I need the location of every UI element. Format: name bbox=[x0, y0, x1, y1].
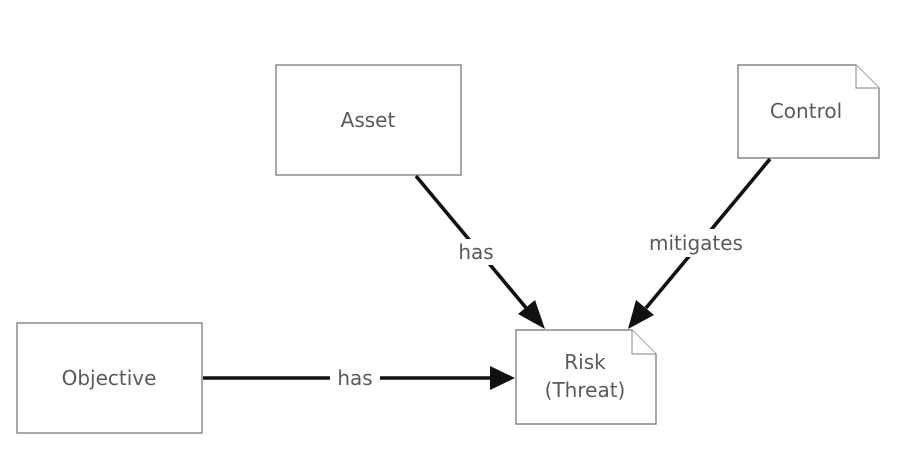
edge-objective-label: has bbox=[337, 366, 372, 390]
edge-control-mitigates-risk[interactable]: mitigates bbox=[628, 157, 772, 329]
control-node[interactable]: Control bbox=[737, 64, 880, 159]
risk-node[interactable]: Risk (Threat) bbox=[515, 329, 657, 425]
objective-label: Objective bbox=[62, 366, 157, 390]
objective-node[interactable]: Objective bbox=[16, 322, 203, 434]
risk-label-line2: (Threat) bbox=[545, 378, 626, 402]
edge-asset-label-bg bbox=[456, 239, 496, 265]
edge-objective-label-bg bbox=[330, 364, 380, 392]
risk-label-line1: Risk bbox=[564, 350, 606, 374]
risk-note-shape bbox=[515, 329, 657, 425]
objective-box bbox=[16, 322, 203, 434]
edge-control-arrowhead bbox=[628, 300, 654, 329]
edge-control-label-bg bbox=[646, 229, 746, 257]
control-note-fold bbox=[855, 65, 879, 89]
edge-objective-arrowhead bbox=[490, 366, 515, 390]
risk-note-fold bbox=[631, 330, 656, 355]
asset-box bbox=[275, 64, 462, 176]
edge-asset-has-risk[interactable]: has bbox=[414, 174, 545, 329]
edge-objective-has-risk[interactable]: has bbox=[203, 364, 515, 392]
edge-control-label: mitigates bbox=[649, 231, 743, 255]
edge-asset-arrowhead bbox=[518, 300, 545, 329]
control-label: Control bbox=[770, 99, 842, 123]
edge-asset-label: has bbox=[458, 240, 493, 264]
asset-node[interactable]: Asset bbox=[275, 64, 462, 176]
asset-label: Asset bbox=[341, 108, 396, 132]
control-note-shape bbox=[737, 64, 880, 159]
